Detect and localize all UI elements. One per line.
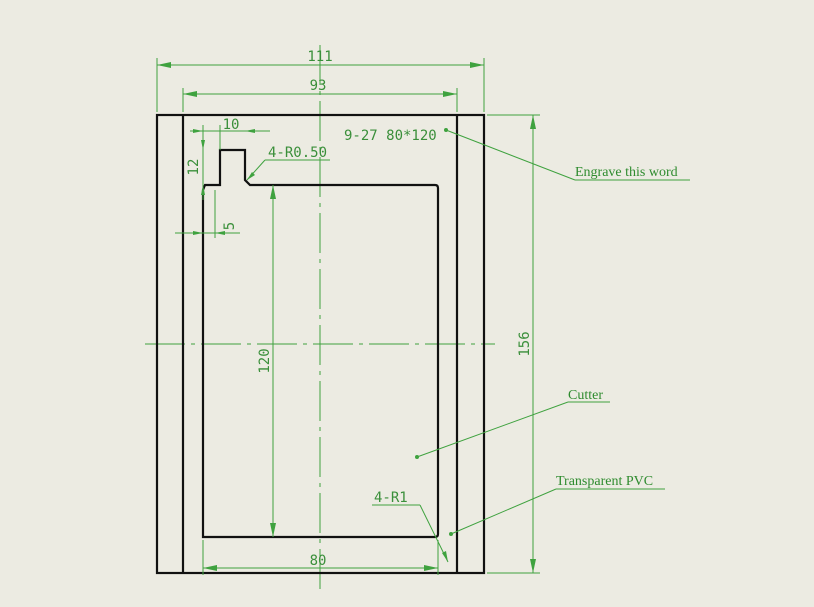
dim-80-arrow-left [203, 565, 217, 571]
radius-small-label: 4-R0.50 [268, 145, 327, 161]
dim-93-arrow-left [183, 91, 197, 97]
dim-5-arrow-left [193, 231, 203, 235]
cutter-window-outline [201, 148, 440, 539]
dim-12-label: 12 [186, 159, 202, 176]
engrave-callout: Engrave this word [575, 165, 678, 180]
dim-93-arrow-right [443, 91, 457, 97]
dim-5-label: 5 [222, 222, 238, 230]
dim-10-arrow-right [245, 129, 255, 133]
cutter-leader [416, 401, 569, 458]
dim-111-arrow-left [157, 62, 171, 68]
dim-156-label: 156 [517, 331, 533, 356]
engrave-leader [445, 129, 576, 181]
dim-120-arrow-top [270, 185, 276, 199]
dim-12-arrow-top [201, 140, 205, 150]
dim-5-arrow-right [215, 231, 225, 235]
dim-111-label: 111 [307, 49, 332, 65]
dim-93-label: 93 [310, 78, 327, 94]
dim-80-arrow-right [424, 565, 438, 571]
radius-large-label: 4-R1 [374, 490, 408, 506]
pvc-callout: Transparent PVC [556, 474, 653, 489]
dim-120-arrow-bottom [270, 523, 276, 537]
pvc-leader [450, 488, 557, 535]
dim-156-arrow-top [530, 115, 536, 129]
dim-120-label: 120 [257, 348, 273, 373]
cutter-callout: Cutter [568, 388, 603, 403]
radius-small-arrow [247, 172, 255, 180]
dim-10-label: 10 [223, 117, 240, 133]
dim-111-arrow-right [470, 62, 484, 68]
dim-12-arrow-bottom [201, 185, 205, 195]
radius-large-arrow [442, 551, 448, 562]
engraving-text: 9-27 80*120 [344, 128, 437, 144]
outer-board [155, 113, 486, 575]
dim-10-arrow-left [193, 129, 203, 133]
dim-156-arrow-bottom [530, 559, 536, 573]
dim-80-label: 80 [310, 553, 327, 569]
